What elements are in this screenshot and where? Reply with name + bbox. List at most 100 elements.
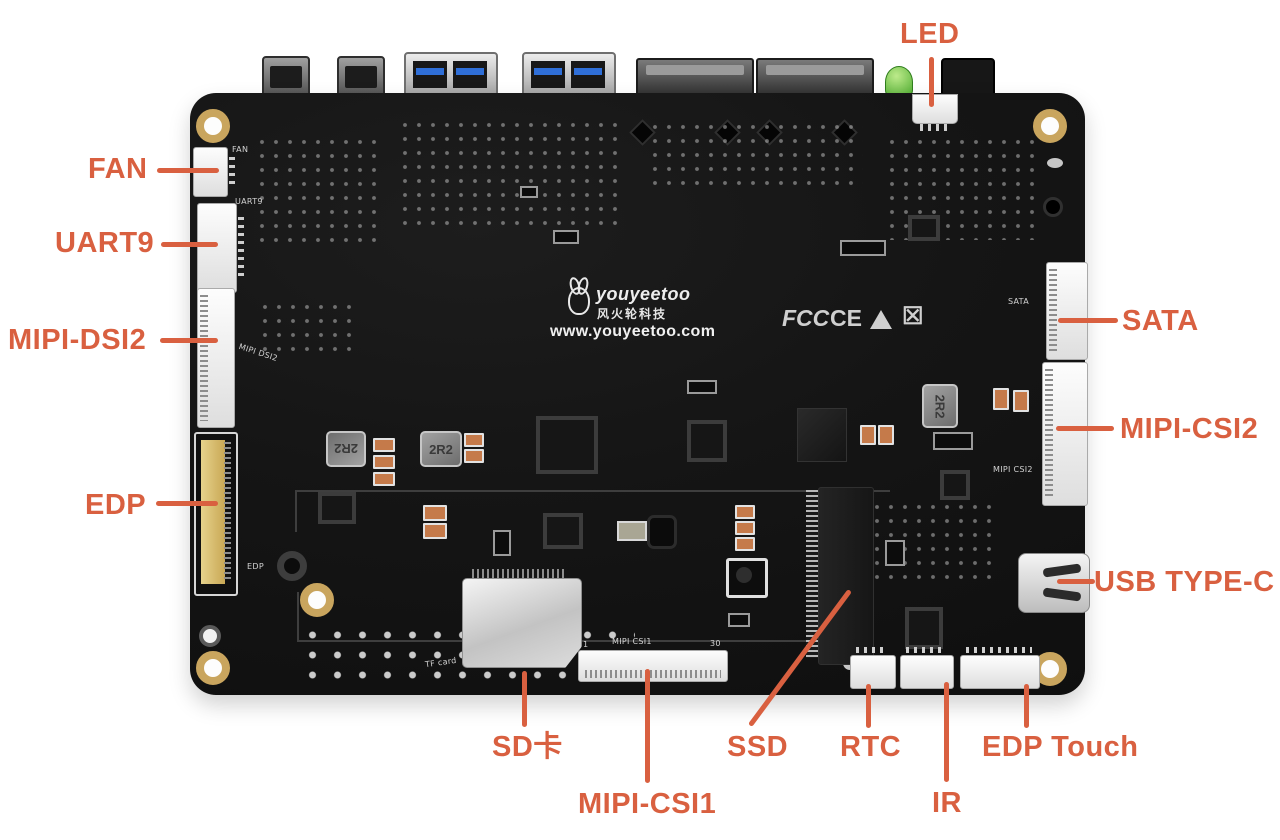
label-edp-touch: EDP Touch (982, 731, 1139, 763)
leader-fan (157, 168, 219, 173)
connector-pins (920, 124, 950, 131)
header-footprint (687, 380, 717, 394)
chip (318, 492, 356, 524)
leader-usb-type-c (1057, 579, 1095, 584)
via-field (255, 135, 385, 250)
silkscreen-sata: SATA (1008, 297, 1030, 306)
header-footprint (553, 230, 579, 244)
m2-ssd-slot (818, 487, 874, 665)
fpc-pins (585, 670, 721, 678)
leader-edp-touch (1024, 684, 1029, 728)
capacitor (878, 425, 894, 445)
fpc-pins (200, 295, 208, 421)
inductor-marking: 2R2 (932, 394, 948, 418)
header-footprint (933, 432, 973, 450)
capacitor (464, 433, 484, 447)
silkscreen-line (297, 592, 299, 640)
usb-socket (571, 61, 605, 88)
header-footprint (885, 540, 905, 566)
leader-ir (944, 682, 949, 782)
inductor: 2R2 (420, 431, 462, 467)
capacitor (647, 515, 677, 549)
capacitor (373, 438, 395, 452)
usb3-dual-port (404, 52, 498, 100)
mount-hole (1033, 109, 1067, 143)
label-fan: FAN (88, 153, 148, 185)
silkscreen-edp: EDP (247, 562, 264, 571)
chip (687, 420, 727, 462)
silkscreen-line (295, 490, 297, 532)
connector-pins (238, 217, 244, 277)
capacitor (617, 521, 647, 541)
capacitor (993, 388, 1009, 410)
soc-chip (536, 416, 598, 474)
usb-blue-tab (416, 68, 444, 75)
usb-socket (453, 61, 487, 88)
inductor: 2R2 (326, 431, 366, 467)
hdmi-port (262, 56, 310, 100)
label-sd-card: SD卡 (492, 731, 563, 763)
label-rtc: RTC (840, 731, 902, 763)
capacitor (735, 521, 755, 535)
mount-hole (196, 109, 230, 143)
weee-bin-icon: ☒ (902, 303, 924, 330)
connector-pins (229, 157, 235, 185)
brand-name-cn: 风火轮科技 (597, 307, 668, 321)
fcc-mark: FCC (782, 305, 830, 331)
usb-blue-tab (534, 68, 562, 75)
label-uart9: UART9 (55, 227, 155, 259)
leader-sata (1058, 318, 1118, 323)
recycle-triangle-icon (870, 310, 892, 329)
ce-mark: CE (830, 305, 862, 331)
connector-pins (856, 647, 888, 653)
sd-card-slot (462, 578, 582, 668)
m2-slot-pins (806, 490, 818, 658)
rabbit-logo-icon (568, 287, 590, 315)
usb-socket (531, 61, 565, 88)
label-sata: SATA (1122, 305, 1199, 337)
capacitor (423, 505, 447, 521)
fpc-pins (1049, 269, 1057, 353)
brand-name: youyeetoo (596, 284, 691, 304)
silkscreen-uart9: UART9 (235, 197, 263, 206)
usb3-dual-port (522, 52, 616, 100)
label-edp: EDP (85, 489, 147, 521)
rtc-connector (850, 655, 896, 689)
silkscreen-mipi-csi1: MIPI CSI1 (612, 637, 652, 646)
header-footprint (840, 240, 886, 256)
button-cap (736, 567, 752, 583)
inductor: 2R2 (922, 384, 958, 428)
port-latch (646, 65, 744, 75)
header-footprint (520, 186, 538, 198)
led-component (912, 94, 958, 124)
sd-contacts (472, 569, 564, 579)
sata-connector (1046, 262, 1088, 360)
label-led: LED (900, 18, 960, 50)
connector-pins (966, 647, 1032, 653)
leader-mipi-csi1 (645, 669, 650, 783)
usb-blue-tab (574, 68, 602, 75)
usb-c-slot (1042, 563, 1082, 578)
capacitor (1013, 390, 1029, 412)
leader-edp (156, 501, 218, 506)
chip (905, 607, 943, 649)
inductor-marking: 2R2 (429, 441, 453, 457)
capacitor (373, 455, 395, 469)
edp-touch-connector (960, 655, 1040, 689)
brand-website: www.youyeetoo.com (550, 323, 716, 340)
usb-c-slot (1042, 587, 1082, 602)
silkscreen-line (295, 490, 890, 492)
mount-hole (196, 651, 230, 685)
port-opening (270, 66, 302, 88)
leader-rtc (866, 684, 871, 728)
silkscreen-fan: FAN (232, 145, 249, 154)
leader-mipi-csi2 (1056, 426, 1114, 431)
label-ssd: SSD (727, 731, 789, 763)
capacitor (464, 449, 484, 463)
label-mipi-csi1: MIPI-CSI1 (578, 788, 717, 820)
port-latch (766, 65, 864, 75)
chip (940, 470, 970, 500)
label-ir: IR (932, 787, 962, 819)
connector-pins (906, 647, 946, 653)
